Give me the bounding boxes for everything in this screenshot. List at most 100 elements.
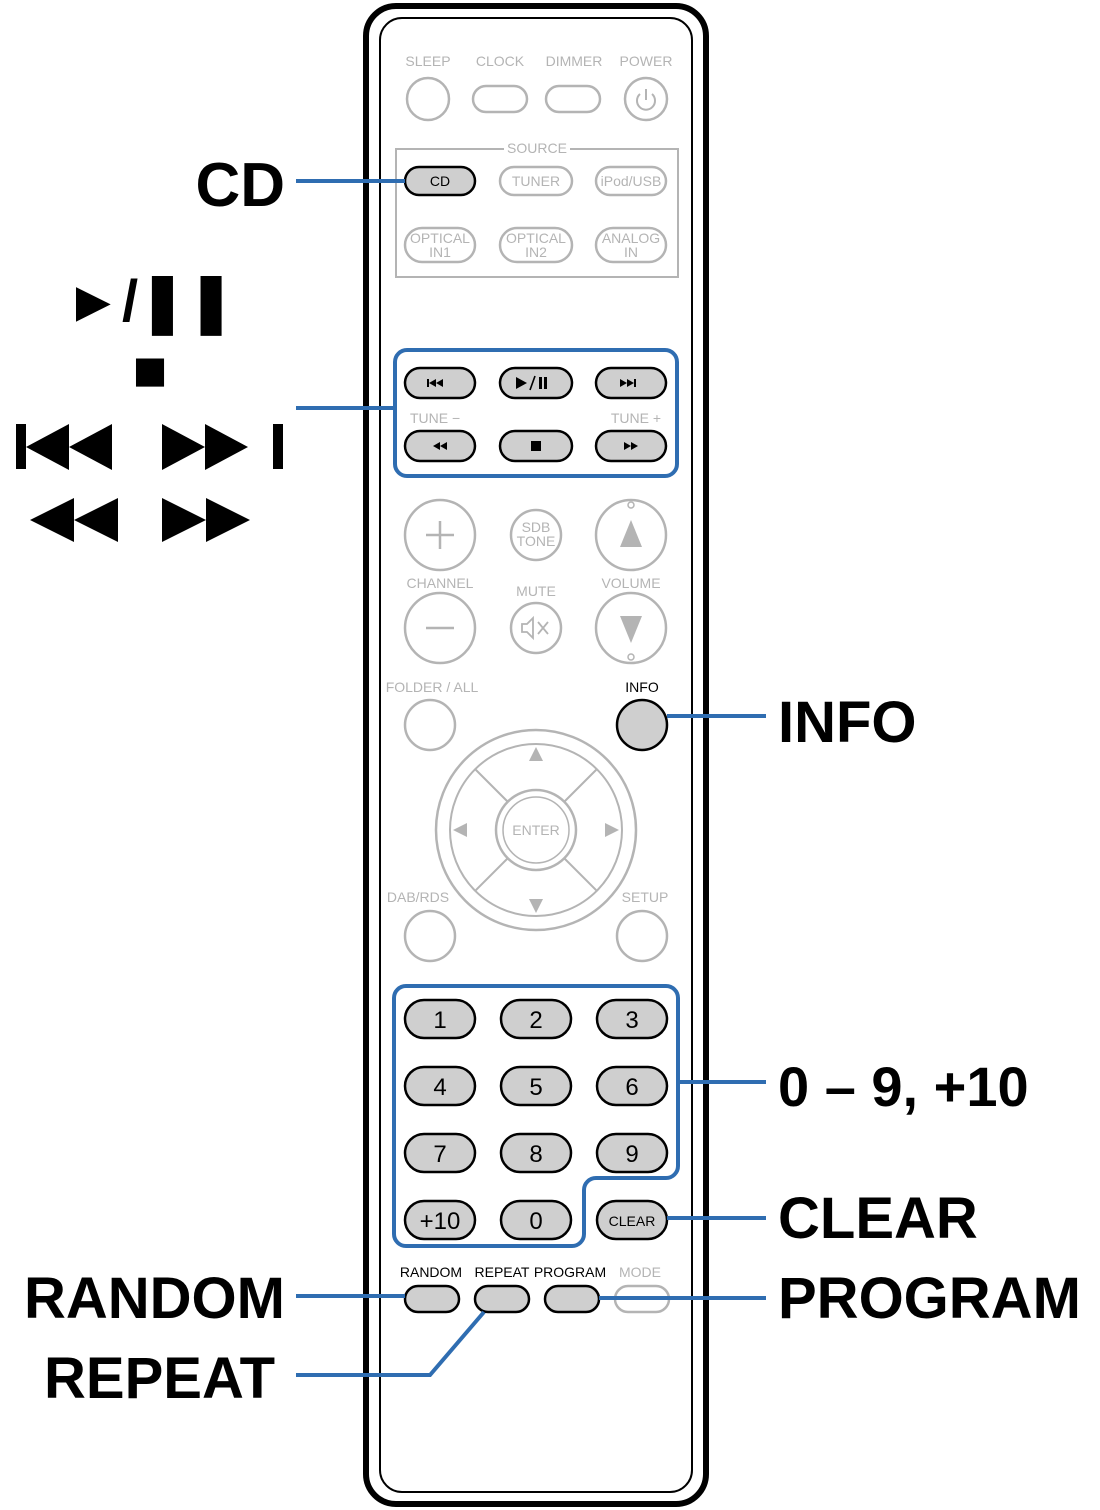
- clock-button[interactable]: [471, 84, 529, 114]
- random-button[interactable]: [403, 1284, 461, 1314]
- tuner-button[interactable]: [498, 165, 574, 197]
- dpad-right-icon[interactable]: [605, 823, 619, 837]
- dab-rds-button[interactable]: [403, 909, 457, 963]
- tuner-button-label: TUNER: [512, 173, 560, 189]
- random-label: RANDOM: [400, 1264, 462, 1280]
- setup-label: SETUP: [622, 889, 669, 905]
- repeat-button[interactable]: [473, 1284, 531, 1314]
- power-icon: [636, 89, 656, 111]
- play-pause-button[interactable]: [498, 366, 574, 400]
- dpad-down-icon[interactable]: [529, 899, 543, 913]
- repeat-leader-line: [296, 1310, 486, 1377]
- mute-button[interactable]: [509, 601, 563, 655]
- skip-forward-icon: [620, 379, 636, 387]
- numpad-key-label: 9: [625, 1141, 638, 1168]
- sdb-label: SDB: [522, 519, 551, 535]
- folder-all-button[interactable]: [403, 698, 457, 752]
- numpad-key-1[interactable]: [403, 998, 477, 1040]
- sleep-label: SLEEP: [405, 53, 450, 69]
- numpad-key-label: 3: [625, 1007, 638, 1034]
- numpad-key-label: 4: [433, 1074, 446, 1101]
- tune-minus-label: TUNE −: [410, 410, 460, 426]
- callout-repeat: REPEAT: [44, 1346, 275, 1411]
- numpad-key-8[interactable]: [499, 1132, 573, 1174]
- volume-down-dot: [627, 653, 635, 661]
- clear-button-label: CLEAR: [609, 1213, 656, 1229]
- numpad-highlight: [392, 984, 680, 1248]
- fast-forward-icon: [624, 442, 638, 450]
- tune-plus-label: TUNE +: [611, 410, 661, 426]
- play-pause-icon: [516, 375, 547, 391]
- callout-stop: ■: [132, 338, 167, 403]
- enter-button[interactable]: [494, 788, 578, 872]
- source-header: SOURCE: [507, 140, 567, 156]
- callout-clear: CLEAR: [778, 1186, 978, 1251]
- channel-label: CHANNEL: [407, 575, 474, 591]
- numpad-key-2[interactable]: [499, 998, 573, 1040]
- clock-label: CLOCK: [476, 53, 525, 69]
- callout-cd: CD: [195, 151, 285, 220]
- numpad-key-label: 1: [433, 1007, 446, 1034]
- numpad-key-plus10[interactable]: [403, 1199, 477, 1241]
- callout-info: INFO: [778, 690, 917, 755]
- numpad-key-label: 2: [529, 1007, 542, 1034]
- numpad-key-6[interactable]: [595, 1065, 669, 1107]
- volume-label: VOLUME: [601, 575, 660, 591]
- callout-search: [30, 498, 250, 542]
- dimmer-button[interactable]: [544, 84, 602, 114]
- optical-in1-line1: OPTICAL: [410, 230, 470, 246]
- numpad-key-4[interactable]: [403, 1065, 477, 1107]
- numpad-key-0[interactable]: [499, 1199, 573, 1241]
- callout-skip: [16, 424, 283, 470]
- mute-icon: [521, 615, 549, 641]
- numpad-key-label: 5: [529, 1074, 542, 1101]
- dpad-up-icon[interactable]: [529, 747, 543, 761]
- setup-button[interactable]: [615, 909, 669, 963]
- callout-program: PROGRAM: [778, 1266, 1081, 1331]
- plus-icon: [426, 521, 454, 549]
- optical-in1-button[interactable]: [403, 226, 477, 264]
- numpad-key-7[interactable]: [403, 1132, 477, 1174]
- dpad-inner-ring: [449, 743, 623, 917]
- numpad-key-9[interactable]: [595, 1132, 669, 1174]
- program-button[interactable]: [543, 1284, 601, 1314]
- rewind-icon: [433, 442, 447, 450]
- dab-rds-label: DAB/RDS: [387, 889, 449, 905]
- analog-in-line1: ANALOG: [602, 230, 660, 246]
- sdb-tone-button[interactable]: [509, 508, 563, 562]
- info-button[interactable]: [615, 698, 669, 752]
- ipod-usb-button[interactable]: [594, 165, 668, 197]
- volume-up-icon: [620, 520, 642, 547]
- dpad-left-icon[interactable]: [453, 823, 467, 837]
- numpad-key-5[interactable]: [499, 1065, 573, 1107]
- skip-back-icon: [427, 379, 443, 387]
- optical-in2-line1: OPTICAL: [506, 230, 566, 246]
- tone-label: TONE: [517, 533, 556, 549]
- numpad-key-label: +10: [420, 1208, 461, 1235]
- optical-in1-line2: IN1: [429, 244, 451, 260]
- analog-in-button[interactable]: [594, 226, 668, 264]
- mode-label: MODE: [619, 1264, 661, 1280]
- repeat-label: REPEAT: [475, 1264, 530, 1280]
- analog-in-line2: IN: [624, 244, 638, 260]
- stop-icon: [531, 441, 541, 451]
- numpad-key-label: 7: [433, 1141, 446, 1168]
- callout-play-pause: ►/❚❚: [65, 269, 236, 336]
- callout-digits: 0 – 9, +10: [778, 1055, 1029, 1118]
- dpad-dividers: [474, 768, 598, 892]
- callout-skip-text: ⏮ ⏭: [0, 0, 2, 1]
- ipod-usb-button-label: iPod/USB: [601, 173, 662, 189]
- optical-in2-button[interactable]: [498, 226, 574, 264]
- mute-label: MUTE: [516, 583, 556, 599]
- numpad-key-3[interactable]: [595, 998, 669, 1040]
- folder-all-label: FOLDER / ALL: [386, 679, 479, 695]
- sleep-button[interactable]: [405, 76, 451, 122]
- dimmer-label: DIMMER: [546, 53, 603, 69]
- source-frame: [395, 148, 679, 278]
- enter-label: ENTER: [512, 822, 559, 838]
- optical-in2-line2: IN2: [525, 244, 547, 260]
- numpad-key-label: 6: [625, 1074, 638, 1101]
- callout-search-text: ◀◀ ▶▶: [0, 0, 4, 1]
